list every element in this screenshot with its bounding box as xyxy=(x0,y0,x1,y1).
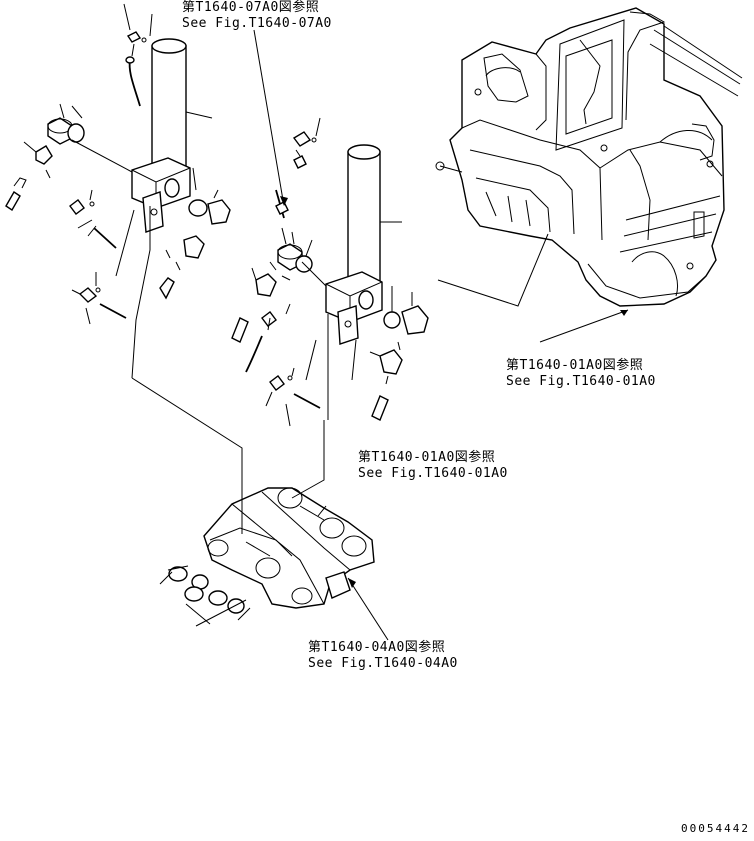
callout-ref-3-jp: 第T1640-01A0図参照 xyxy=(358,450,496,465)
callout-ref-2-jp: 第T1640-01A0図参照 xyxy=(506,358,644,373)
right-ring-2 xyxy=(383,311,401,329)
left-ring-2 xyxy=(188,199,208,217)
left-ring-1 xyxy=(67,123,85,143)
track-bushing-1 xyxy=(168,566,188,582)
left-grease-fitting-3 xyxy=(78,287,98,303)
left-hose-3 xyxy=(99,303,127,319)
right-tube-cap xyxy=(347,144,381,160)
left-clamp-2 xyxy=(183,235,205,259)
right-bracket-block xyxy=(325,271,383,323)
right-bushing-2 xyxy=(401,305,429,335)
callout-ref-1-en: See Fig.T1640-07A0 xyxy=(182,16,332,31)
callout-ref-4-en: See Fig.T1640-04A0 xyxy=(308,656,458,671)
right-pivot-tube xyxy=(347,151,381,293)
right-hose-2 xyxy=(245,335,263,373)
document-id: 00054442 xyxy=(681,822,750,835)
left-bolt-1 xyxy=(5,191,21,211)
track-bushing-4 xyxy=(227,598,245,614)
left-grease-fitting-2 xyxy=(69,199,85,215)
callout-ref-1-jp: 第T1640-07A0図参照 xyxy=(182,0,320,15)
left-bolt-2 xyxy=(159,277,175,300)
reference-link-lines xyxy=(131,196,629,641)
track-bushing-3 xyxy=(208,590,228,606)
right-pivot-tube-assembly xyxy=(231,29,429,427)
left-pivot-tube-assembly xyxy=(5,3,231,379)
track-bushing-5 xyxy=(184,586,204,602)
callout-ref-1: 第T1640-07A0図参照 See Fig.T1640-07A0 xyxy=(182,0,332,32)
right-grease-fitting xyxy=(292,131,312,147)
callout-ref-4: 第T1640-04A0図参照 See Fig.T1640-04A0 xyxy=(308,640,458,672)
right-grease-fitting-2 xyxy=(261,311,277,327)
right-clamp xyxy=(255,273,277,297)
main-frame xyxy=(435,7,743,307)
right-bolt-1 xyxy=(231,317,249,343)
left-clamp xyxy=(35,145,53,165)
right-clamp-2 xyxy=(379,349,403,375)
callout-ref-2-en: See Fig.T1640-01A0 xyxy=(506,374,656,389)
right-mount-plate xyxy=(337,305,359,345)
right-boss xyxy=(358,290,374,310)
right-grease-fitting-3 xyxy=(269,375,285,391)
left-tube-cap xyxy=(151,38,187,54)
callout-ref-3: 第T1640-01A0図参照 See Fig.T1640-01A0 xyxy=(358,450,508,482)
frame-outline xyxy=(449,7,725,307)
left-mount-plate xyxy=(142,191,164,233)
left-grease-fitting xyxy=(126,31,142,43)
callout-ref-4-jp: 第T1640-04A0図参照 xyxy=(308,640,446,655)
right-bolt-2 xyxy=(371,395,389,421)
left-top-hose xyxy=(128,59,141,107)
callout-ref-3-en: See Fig.T1640-01A0 xyxy=(358,466,508,481)
track-frame-assembly xyxy=(159,487,375,627)
left-hose-2 xyxy=(93,227,117,249)
right-hose-3 xyxy=(293,393,321,409)
left-boss xyxy=(164,178,180,198)
left-bushing-2 xyxy=(207,199,231,225)
callout-ref-2: 第T1640-01A0図参照 See Fig.T1640-01A0 xyxy=(506,358,656,390)
